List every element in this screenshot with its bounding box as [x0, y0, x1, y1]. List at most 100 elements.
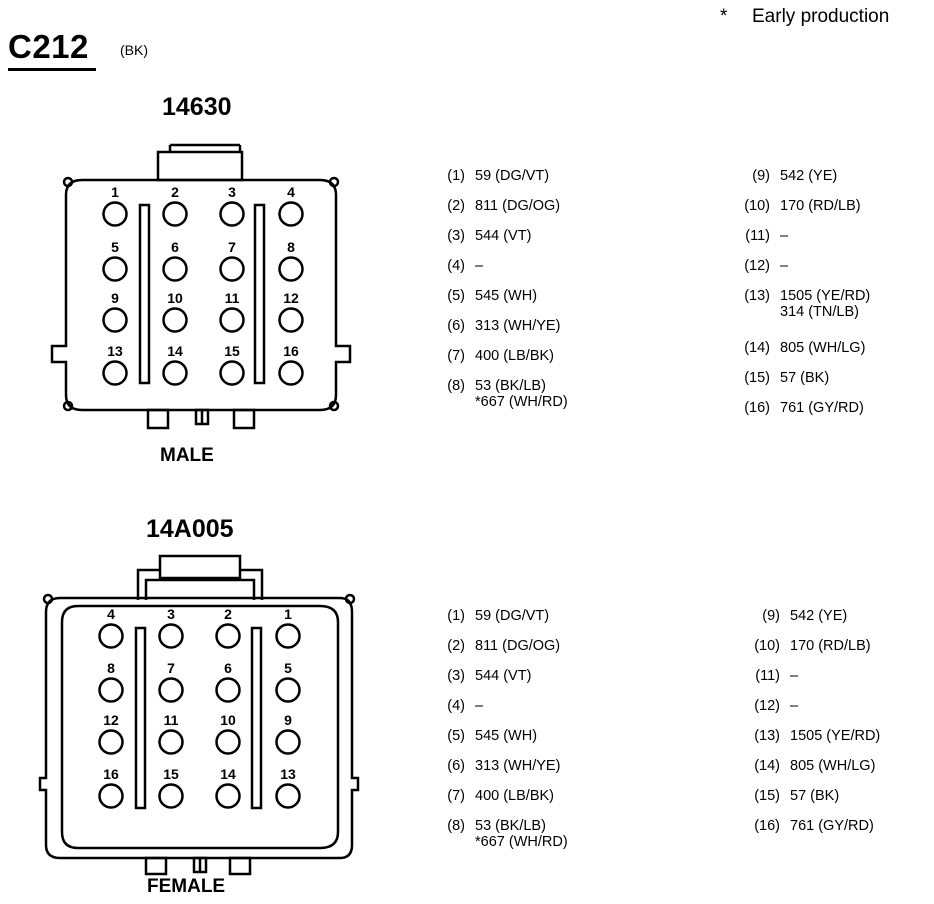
circuit-pin-number: (5): [447, 728, 465, 744]
circuit-row: (3)544 (VT): [447, 668, 531, 684]
pin-cavity: [162, 307, 188, 333]
circuit-pin-number: (13): [744, 288, 770, 304]
pin-number-label: 6: [224, 660, 232, 676]
circuit-pin-number: (14): [744, 340, 770, 356]
circuit-wire-alt: 314 (TN/LB): [780, 304, 859, 320]
pin-cavity: [98, 729, 124, 755]
circuit-wire: 53 (BK/LB): [475, 818, 546, 834]
circuit-row: (16)761 (GY/RD): [744, 400, 864, 416]
pin-cavity: [219, 201, 245, 227]
female-connector-body: [38, 554, 360, 876]
pin-cavity: [275, 729, 301, 755]
circuit-wire: 313 (WH/YE): [475, 318, 561, 334]
pin-number-label: 7: [167, 660, 175, 676]
circuit-wire: 53 (BK/LB): [475, 378, 546, 394]
circuit-row: (15)57 (BK): [754, 788, 839, 804]
circuit-pin-number: (11): [755, 668, 780, 684]
pin-cavity: [219, 307, 245, 333]
circuit-row: (5) 545 (WH): [447, 728, 538, 744]
male-label: MALE: [160, 445, 214, 466]
circuit-wire: 170 (RD/LB): [780, 198, 861, 214]
pin-number-label: 5: [111, 239, 119, 255]
circuit-wire: –: [780, 258, 789, 274]
circuit-row: (10) 170 (RD/LB): [744, 198, 861, 214]
pin-cavity: [98, 677, 124, 703]
footnote-text: Early production: [752, 6, 890, 27]
pin-number-label: 1: [111, 184, 119, 200]
circuit-row: (14)805 (WH/LG): [754, 758, 875, 774]
circuit-row: (7)400 (LB/BK): [447, 788, 554, 804]
circuit-row: (11)–: [755, 668, 799, 684]
pin-number-label: 2: [224, 606, 232, 622]
footnote-symbol: *: [720, 6, 728, 27]
pin-cavity: [215, 783, 241, 809]
male-part-number: 14630: [162, 93, 232, 121]
circuit-wire: 57 (BK): [780, 370, 830, 386]
circuit-pin-number: (7): [447, 788, 465, 804]
female-part-number: 14A005: [146, 515, 234, 543]
circuit-pin-number: (6): [447, 758, 465, 774]
pin-cavity: [98, 623, 124, 649]
circuit-row: (10)170 (RD/LB): [754, 638, 870, 654]
circuit-wire: –: [475, 698, 484, 714]
circuit-wire: –: [780, 228, 789, 244]
pin-cavity: [162, 256, 188, 282]
circuit-wire: 59 (DG/VT): [475, 168, 550, 184]
circuit-row: (4)–: [447, 698, 484, 714]
pin-number-label: 13: [107, 343, 123, 359]
circuit-row: (16)761 (GY/RD): [754, 818, 874, 834]
circuit-row: (14)805 (WH/LG): [744, 340, 865, 356]
pin-cavity: [102, 256, 128, 282]
circuit-wire: 544 (VT): [475, 228, 532, 244]
circuit-pin-number: (8): [447, 378, 465, 394]
pin-number-label: 4: [287, 184, 295, 200]
pin-number-label: 12: [283, 290, 299, 306]
pin-number-label: 15: [163, 766, 179, 782]
pin-number-label: 14: [167, 343, 183, 359]
pin-number-label: 7: [228, 239, 236, 255]
pin-cavity: [215, 729, 241, 755]
pin-cavity: [278, 307, 304, 333]
circuit-row: (2)811 (DG/OG): [447, 638, 560, 654]
pin-number-label: 9: [111, 290, 119, 306]
circuit-row: (5)545 (WH): [447, 288, 537, 304]
title-underline: [8, 68, 96, 71]
circuit-row: (6)313 (WH/YE): [447, 758, 560, 774]
circuit-row: (2)811 (DG/OG): [447, 198, 561, 214]
circuit-pin-number: (11): [745, 228, 770, 244]
circuit-wire: 761 (GY/RD): [780, 400, 864, 416]
circuit-row: (11)–: [745, 228, 789, 244]
circuit-wire: –: [475, 258, 484, 274]
connector-color-code: (BK): [120, 42, 148, 58]
circuit-row: (1)59 (DG/VT): [447, 168, 550, 184]
pin-cavity: [158, 729, 184, 755]
pin-number-label: 9: [284, 712, 292, 728]
circuit-wire: 542 (YE): [790, 608, 848, 624]
circuit-pin-number: (9): [752, 168, 770, 184]
circuit-row: (6)313 (WH/YE): [447, 318, 561, 334]
circuit-pin-number: (2): [447, 638, 465, 654]
pin-number-label: 8: [287, 239, 295, 255]
pin-cavity: [275, 677, 301, 703]
circuit-row: (13)1505 (YE/RD): [754, 728, 880, 744]
circuit-pin-number: (4): [447, 258, 465, 274]
circuit-row: (9)542 (YE): [752, 168, 837, 184]
circuit-wire: 811 (DG/OG): [475, 198, 561, 214]
circuit-row: (9)542 (YE): [762, 608, 848, 624]
pin-cavity: [102, 360, 128, 386]
connector-id: C212: [8, 28, 89, 65]
circuit-wire: 545 (WH): [475, 728, 538, 744]
circuit-pin-number: (15): [754, 788, 780, 804]
circuit-pin-number: (16): [754, 818, 780, 834]
circuit-pin-number: (10): [744, 198, 770, 214]
pin-cavity: [275, 623, 301, 649]
pin-cavity: [158, 783, 184, 809]
circuit-pin-number: (8): [447, 818, 465, 834]
pin-number-label: 10: [220, 712, 236, 728]
pin-number-label: 3: [167, 606, 175, 622]
male-connector-body: [50, 143, 352, 430]
circuit-wire: –: [790, 668, 799, 684]
pin-number-label: 2: [171, 184, 179, 200]
